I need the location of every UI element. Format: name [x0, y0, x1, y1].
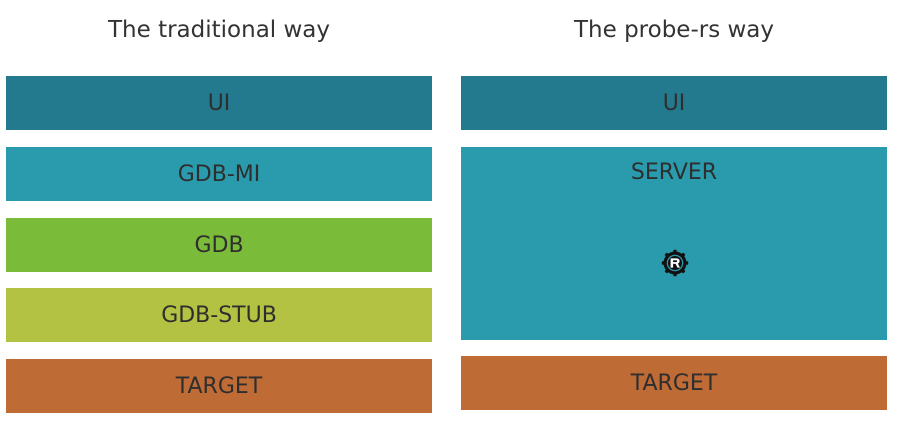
left-layer-gdb-label: GDB: [194, 232, 244, 258]
left-layer-gdb-mi-label: GDB-MI: [177, 161, 261, 187]
left-layer-gdb-stub: GDB-STUB: [6, 288, 432, 342]
left-layer-gdb: GDB: [6, 218, 432, 272]
left-layer-ui: UI: [6, 76, 432, 130]
right-layer-ui: UI: [461, 76, 887, 130]
right-column-title: The probe-rs way: [573, 17, 775, 43]
left-layer-gdb-mi: GDB-MI: [6, 147, 432, 201]
right-layer-target: TARGET: [461, 356, 887, 410]
left-layer-ui-label: UI: [207, 90, 231, 116]
right-layer-server: SERVER: [461, 147, 887, 340]
left-layer-target: TARGET: [6, 359, 432, 413]
left-column-title: The traditional way: [107, 17, 330, 43]
right-layer-ui-label: UI: [662, 90, 686, 116]
right-layer-target-label: TARGET: [630, 370, 718, 396]
left-layer-target-label: TARGET: [175, 373, 263, 399]
right-layer-server-label: SERVER: [630, 160, 718, 185]
left-layer-gdb-stub-label: GDB-STUB: [161, 302, 277, 328]
rust-logo-icon: [661, 249, 689, 277]
